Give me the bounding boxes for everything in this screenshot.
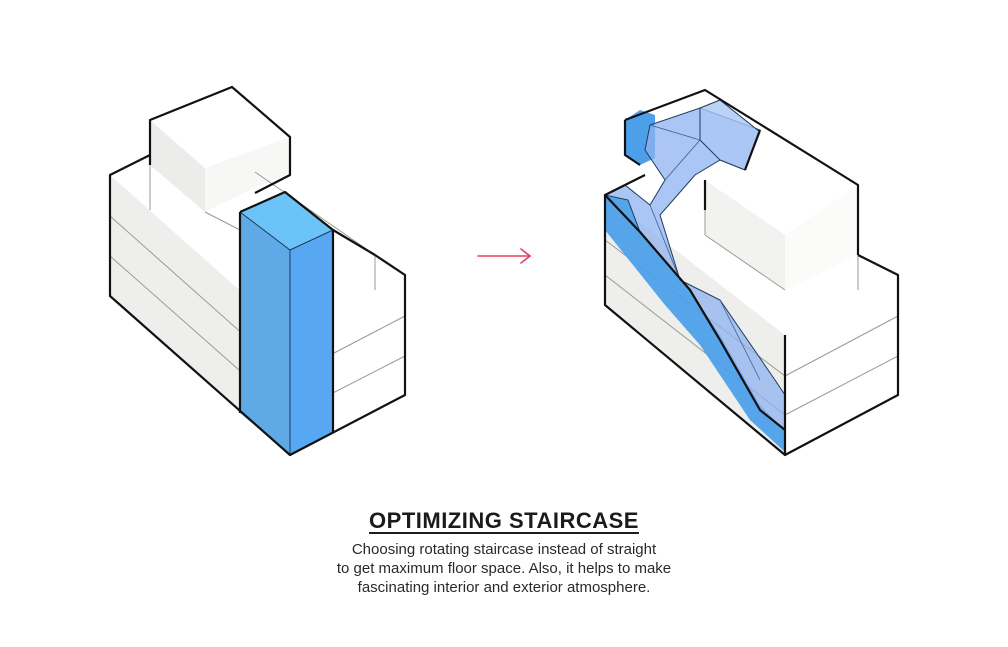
description-line-3: fascinating interior and exterior atmosp… (357, 579, 651, 596)
rotating-stair-wall-band (605, 195, 785, 452)
left-upper-box-front (150, 120, 205, 212)
caption-description: Choosing rotating staircase instead of s… (0, 540, 1008, 597)
staircase-comparison-diagram (108, 85, 900, 457)
right-arrow-icon (477, 248, 532, 264)
straight-staircase-massing (108, 85, 407, 457)
right-upper-box-side (785, 185, 858, 290)
straight-shaft-front (240, 212, 290, 455)
right-upper-box-front (705, 180, 785, 290)
straight-shaft-top (240, 192, 333, 250)
caption: OPTIMIZING STAIRCASE Choosing rotating s… (0, 508, 1008, 597)
caption-title: OPTIMIZING STAIRCASE (369, 508, 639, 533)
description-line-2: to get maximum floor space. Also, it hel… (336, 560, 672, 577)
rotating-staircase-massing (603, 88, 900, 457)
left-upper-box-side (205, 137, 290, 212)
straight-shaft-side (290, 230, 333, 455)
description-line-1: Choosing rotating staircase instead of s… (351, 541, 657, 558)
